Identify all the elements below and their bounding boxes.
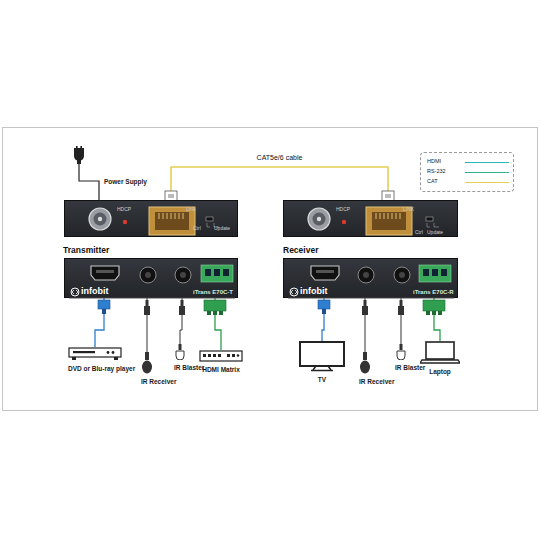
device-symbol bbox=[420, 341, 460, 364]
device-label: IR Blaster bbox=[174, 364, 186, 371]
cable bbox=[171, 167, 388, 200]
panel-text: LINK bbox=[403, 207, 414, 212]
device-panel: ReceiverinfobitiTrans E70C-R bbox=[283, 258, 458, 298]
panel-text: infobit bbox=[81, 287, 109, 296]
device-icon: IR Receiver bbox=[359, 352, 371, 385]
panel-text: Receiver bbox=[283, 246, 318, 255]
panel-parts bbox=[65, 201, 239, 238]
panel-text: HDCP bbox=[336, 207, 350, 212]
device-label: HDMI Matrix bbox=[199, 366, 243, 373]
cable bbox=[79, 164, 99, 200]
legend-row: RS-232 bbox=[427, 168, 509, 176]
icon-holder bbox=[299, 341, 345, 372]
icon-holder bbox=[359, 352, 371, 374]
panel-text: HDCP bbox=[117, 207, 131, 212]
legend-line bbox=[465, 182, 509, 183]
icon-holder bbox=[174, 344, 186, 360]
device-label: Power Supply bbox=[104, 178, 147, 185]
legend-box: HDMI RS-232CAT bbox=[420, 152, 514, 192]
cable bbox=[401, 298, 402, 344]
device-label: IR Receiver bbox=[359, 378, 371, 385]
device-symbol bbox=[395, 344, 407, 360]
device-symbol bbox=[359, 352, 371, 374]
device-symbol bbox=[70, 146, 88, 164]
hdmi-plug bbox=[98, 300, 330, 314]
legend-text: RS-232 bbox=[427, 169, 446, 175]
legend-text: CAT bbox=[427, 179, 438, 185]
icon-holder bbox=[395, 344, 407, 360]
legend-row: CAT bbox=[427, 178, 509, 186]
device-icon: Power Supply bbox=[70, 146, 88, 164]
device-icon: IR Receiver bbox=[141, 352, 153, 385]
device-icon: TV bbox=[299, 341, 345, 383]
frame bbox=[3, 128, 538, 411]
device-label: IR Receiver bbox=[141, 378, 153, 385]
device-icon: Laptop bbox=[420, 341, 460, 375]
legend-line bbox=[465, 162, 509, 163]
device-symbol bbox=[68, 347, 122, 361]
legend-row: HDMI bbox=[427, 158, 509, 166]
terminal-plug bbox=[204, 300, 445, 315]
audio-jack-plug bbox=[144, 300, 404, 315]
device-panel: HDCP LinkCtrl Update bbox=[64, 200, 238, 237]
device-label: Laptop bbox=[420, 368, 460, 375]
cable-label: CAT5e/6 cable bbox=[255, 154, 305, 161]
panel-text: Update bbox=[214, 226, 230, 231]
device-icon: DVD or Blu-ray player bbox=[68, 347, 122, 372]
device-symbol bbox=[299, 341, 345, 372]
device-label: IR Blaster bbox=[395, 364, 407, 371]
icon-holder bbox=[68, 347, 122, 361]
device-symbol bbox=[199, 350, 243, 362]
icon-holder bbox=[70, 146, 88, 164]
device-label: DVD or Blu-ray player bbox=[68, 365, 122, 372]
panel-text: iTrans E70C-T bbox=[193, 289, 233, 295]
panel-text: infobit bbox=[300, 287, 328, 296]
icon-holder bbox=[141, 352, 153, 374]
device-panel: TransmitterinfobitiTrans E70C-T bbox=[64, 258, 238, 298]
device-icon: IR Blaster bbox=[395, 344, 407, 371]
icon-holder bbox=[420, 341, 460, 364]
device-label: TV bbox=[299, 376, 345, 383]
device-symbol bbox=[174, 344, 186, 360]
device-icon: IR Blaster bbox=[174, 344, 186, 371]
device-symbol bbox=[141, 352, 153, 374]
panel-ports bbox=[65, 201, 239, 238]
panel-text: Update bbox=[427, 230, 443, 235]
device-panel: HDCP LINK Ctrl Update bbox=[283, 200, 458, 237]
legend-line bbox=[465, 172, 509, 173]
panel-text: Link bbox=[186, 207, 195, 212]
icon-holder bbox=[199, 350, 243, 362]
device-icon: HDMI Matrix bbox=[199, 350, 243, 373]
panel-text: Transmitter bbox=[63, 246, 109, 255]
panel-text: iTrans E70C-R bbox=[413, 289, 454, 295]
panel-text: Ctrl bbox=[193, 226, 201, 231]
legend-text: HDMI bbox=[427, 159, 441, 165]
panel-text: Ctrl bbox=[415, 230, 423, 235]
